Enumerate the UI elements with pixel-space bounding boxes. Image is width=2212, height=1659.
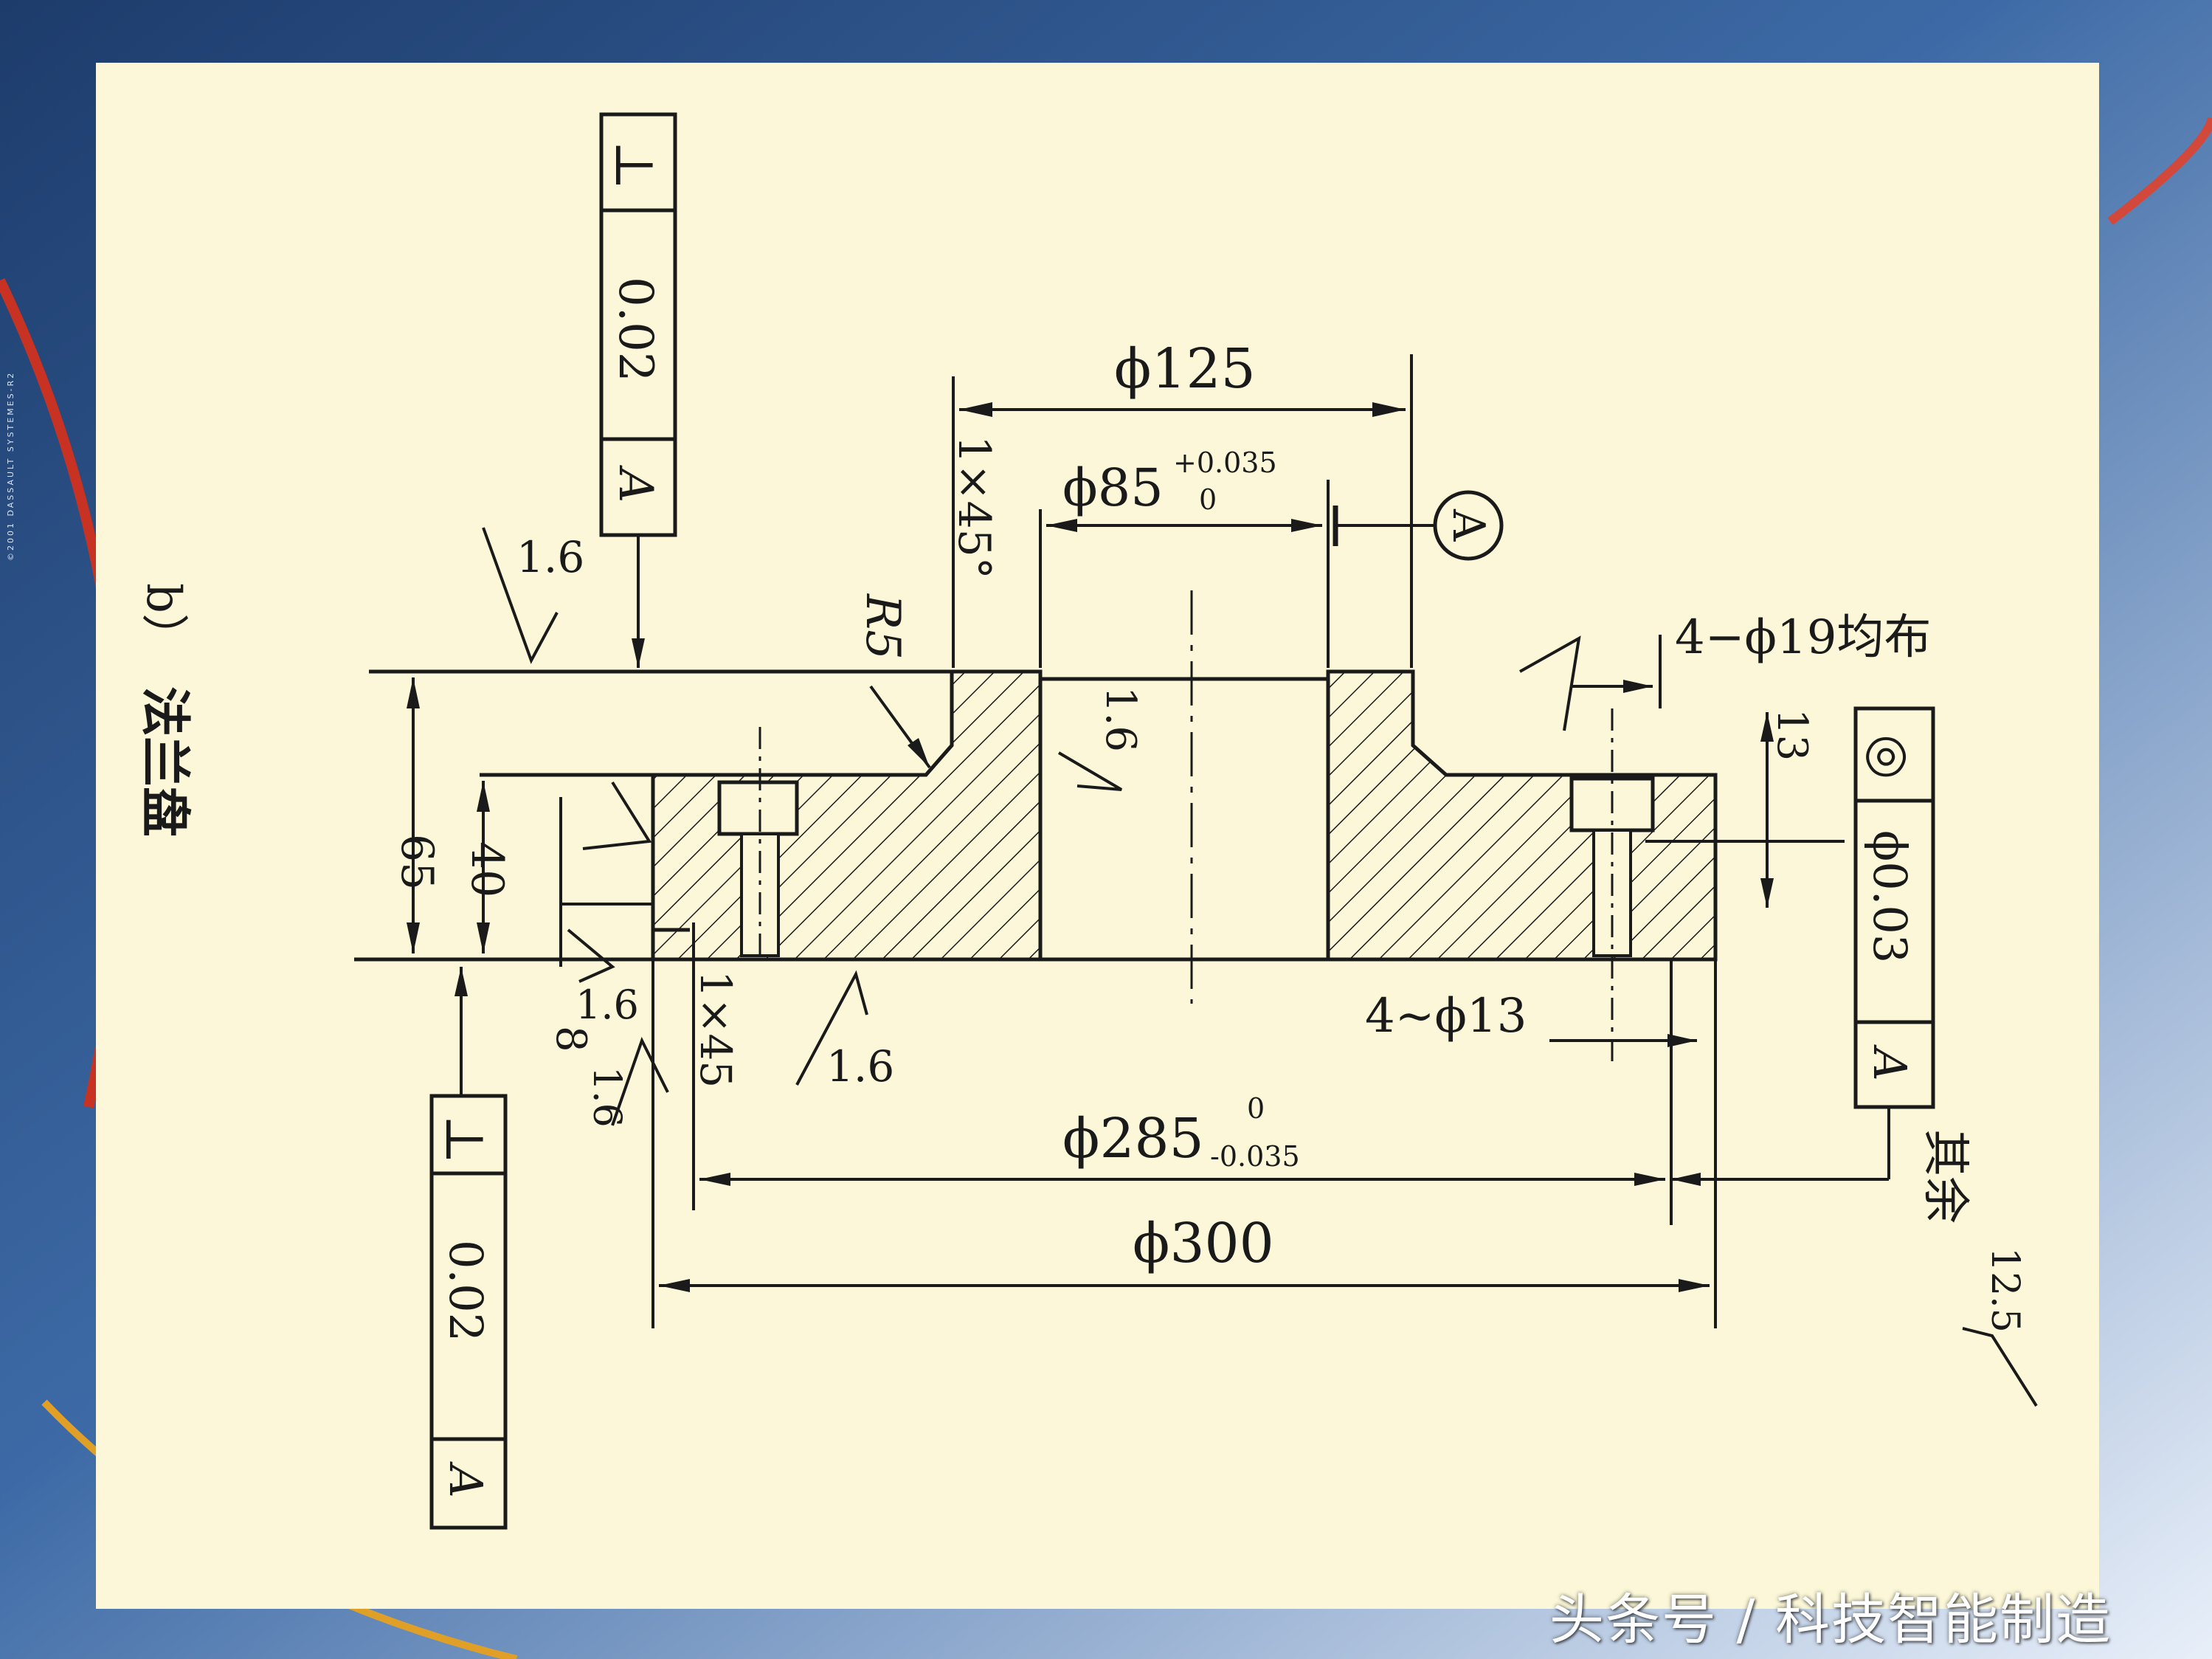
dim-chamfer-top: 1×45° — [948, 435, 1000, 579]
arrow — [1760, 878, 1774, 908]
frame-top-symbol: ⊥ — [604, 140, 666, 190]
frame-right-datum: A — [1863, 1044, 1917, 1081]
roughness-bore-symbol — [1057, 751, 1123, 791]
figure-caption-label: b） — [136, 583, 190, 661]
roughness-small-symbol — [582, 781, 652, 850]
roughness-step-value: 1.6 — [576, 982, 639, 1028]
roughness-bore-value: 1.6 — [1096, 686, 1144, 752]
dim-d125: ϕ125 — [1114, 337, 1256, 401]
arrow — [959, 402, 992, 417]
arrow — [1671, 1173, 1701, 1186]
tolerance-frame-bottom: ⊥ 0.02 A — [429, 1094, 508, 1530]
figure-caption-title: 法兰盘 — [135, 686, 194, 837]
arrow — [699, 1173, 730, 1186]
arrow — [632, 638, 645, 668]
dim-holes19: 4−ϕ19均布 — [1675, 610, 1931, 665]
roughness-top-symbol — [482, 527, 559, 664]
arrow — [1760, 712, 1774, 742]
roughness-rest-label: 其余 — [1918, 1129, 1972, 1224]
dim-d85-tol-lower: 0 — [1199, 483, 1217, 516]
dim-d85: ϕ85 — [1062, 458, 1164, 518]
dim-holes13: 4~ϕ13 — [1365, 989, 1527, 1044]
arrow — [1679, 1279, 1710, 1292]
arrow — [1634, 1173, 1665, 1186]
frame-bottom-datum: A — [439, 1461, 493, 1498]
dim-d285-tol-upper: 0 — [1247, 1092, 1265, 1125]
frame-top-datum: A — [608, 465, 663, 503]
dim-h65: 65 — [391, 834, 443, 890]
arrow — [477, 781, 490, 812]
arrow — [1046, 519, 1077, 532]
flange-drawing: ϕ125 ϕ85 +0.035 0 ϕ285 0 -0.035 ϕ300 4~ϕ… — [135, 112, 2038, 1530]
dim-h40: 40 — [461, 841, 513, 897]
dim-d300: ϕ300 — [1133, 1212, 1274, 1275]
dim-h13: 13 — [1768, 708, 1816, 761]
background-brand-text: ©2001 DASSAULT SYSTEMES-R2 — [6, 370, 15, 561]
arrow — [659, 1279, 690, 1292]
slide-swoosh-red-right — [2107, 117, 2212, 225]
dim-d285: ϕ285 — [1062, 1107, 1204, 1170]
frame-right-symbol: ◎ — [1860, 734, 1921, 779]
dim-chamfer-bottom: 1×45 — [691, 970, 741, 1088]
dim-h8: 8 — [547, 1026, 595, 1052]
roughness-flange-symbol — [1519, 635, 1581, 731]
frame-bottom-symbol: ⊥ — [434, 1114, 496, 1165]
roughness-rest-value: 12.5 — [1983, 1247, 2027, 1333]
roughness-rest-symbol — [1962, 1327, 2038, 1407]
datum-a-letter: A — [1442, 508, 1494, 542]
roughness-step2-value: 1.6 — [584, 1066, 629, 1128]
watermark-text: 头条号 / 科技智能制造 — [1549, 1588, 2112, 1652]
tolerance-frame-top: ⊥ 0.02 A — [599, 112, 677, 537]
frame-bottom-value: 0.02 — [439, 1240, 493, 1342]
dim-d85-tol-upper: +0.035 — [1173, 446, 1277, 479]
frame-right-value: ϕ0.03 — [1863, 830, 1917, 963]
tolerance-frame-right: ◎ ϕ0.03 A — [1853, 706, 1935, 1109]
roughness-top-value: 1.6 — [516, 532, 584, 582]
arrow — [455, 967, 468, 996]
arrow — [1372, 402, 1406, 417]
arrow — [908, 738, 930, 768]
roughness-step-symbol — [567, 928, 615, 983]
frame-top-value: 0.02 — [608, 277, 663, 382]
roughness-bottom-symbol — [795, 970, 868, 1086]
arrow — [407, 677, 420, 708]
arrow — [1667, 1034, 1697, 1047]
datum-a-circle — [1433, 490, 1504, 561]
counterbore-left — [717, 780, 799, 836]
arrow — [477, 922, 490, 953]
dim-fillet-r5: R5 — [855, 593, 910, 660]
roughness-step2-symbol — [611, 1036, 669, 1126]
dim-d285-tol-lower: -0.035 — [1210, 1140, 1300, 1173]
arrow — [407, 922, 420, 953]
roughness-bottom-value: 1.6 — [826, 1041, 894, 1091]
arrow — [1623, 680, 1653, 693]
arrow — [1291, 519, 1322, 532]
